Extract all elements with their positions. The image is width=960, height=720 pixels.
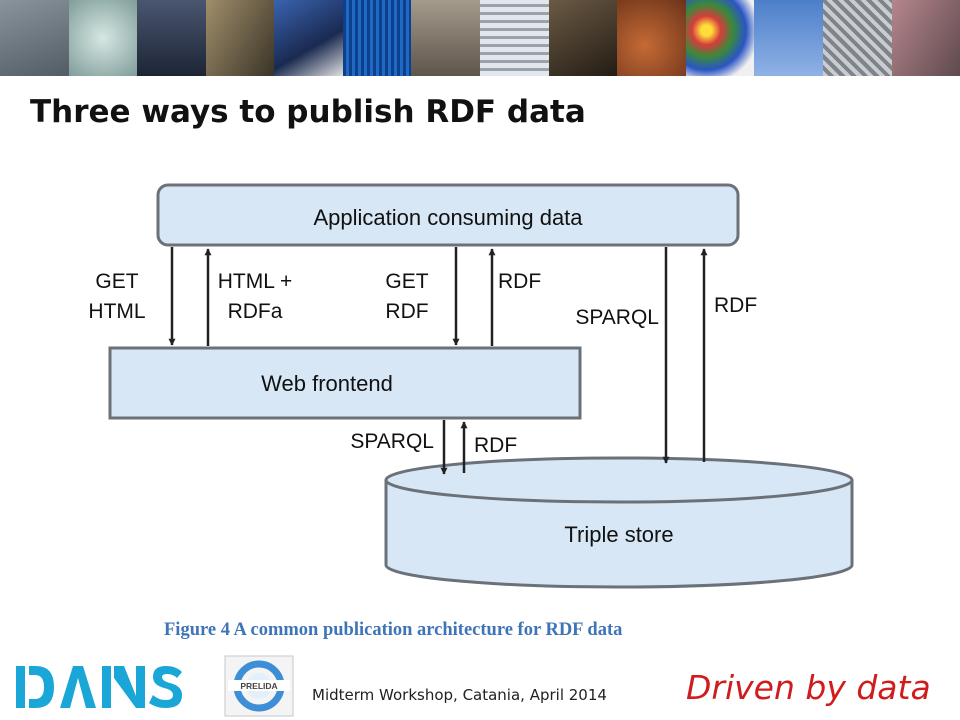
triple-store-label: Triple store — [564, 522, 673, 547]
web-frontend-label: Web frontend — [261, 371, 393, 396]
html-rdfa-label-line2: RDFa — [228, 300, 283, 323]
tagline: Driven by data — [686, 668, 931, 707]
html-rdfa-label-line1: HTML + — [218, 270, 292, 293]
banner-photo — [480, 0, 549, 76]
get-rdf-label-line1: GET — [385, 270, 428, 293]
application-label: Application consuming data — [313, 205, 583, 230]
banner-photo — [411, 0, 481, 76]
banner-photo — [548, 0, 618, 76]
banner-photo — [137, 0, 206, 76]
banner-photo — [342, 0, 412, 76]
banner-photo — [685, 0, 755, 76]
rdf-direct-label: RDF — [714, 294, 757, 317]
rdf-store-label: RDF — [474, 434, 517, 457]
banner-photo — [754, 0, 823, 76]
banner-photo — [0, 0, 69, 76]
get-html-label-line1: GET — [95, 270, 138, 293]
banner-photo — [617, 0, 686, 76]
sparql-direct-label: SPARQL — [575, 306, 659, 329]
sparql-store-label: SPARQL — [350, 430, 434, 453]
get-html-label-line2: HTML — [88, 300, 145, 323]
event-footer: Midterm Workshop, Catania, April 2014 — [312, 686, 607, 704]
architecture-diagram: Application consuming data Web frontend … — [88, 183, 854, 589]
banner-photo — [274, 0, 343, 76]
get-rdf-label-line2: RDF — [385, 300, 428, 323]
web-frontend-box: Web frontend — [108, 346, 582, 420]
svg-text:PRELIDA: PRELIDA — [240, 681, 277, 691]
banner-photo — [891, 0, 960, 76]
prelida-logo: PRELIDA — [224, 655, 294, 717]
banner-photo — [205, 0, 275, 76]
dans-logo — [16, 666, 182, 708]
triple-store-cylinder: Triple store — [384, 456, 854, 589]
banner-photo — [822, 0, 892, 76]
slide-title: Three ways to publish RDF data — [30, 94, 586, 130]
banner-photo — [68, 0, 138, 76]
application-box: Application consuming data — [156, 183, 740, 247]
rdf-web-label: RDF — [498, 270, 541, 293]
photo-banner — [0, 0, 960, 76]
figure-caption: Figure 4 A common publication architectu… — [164, 620, 623, 640]
